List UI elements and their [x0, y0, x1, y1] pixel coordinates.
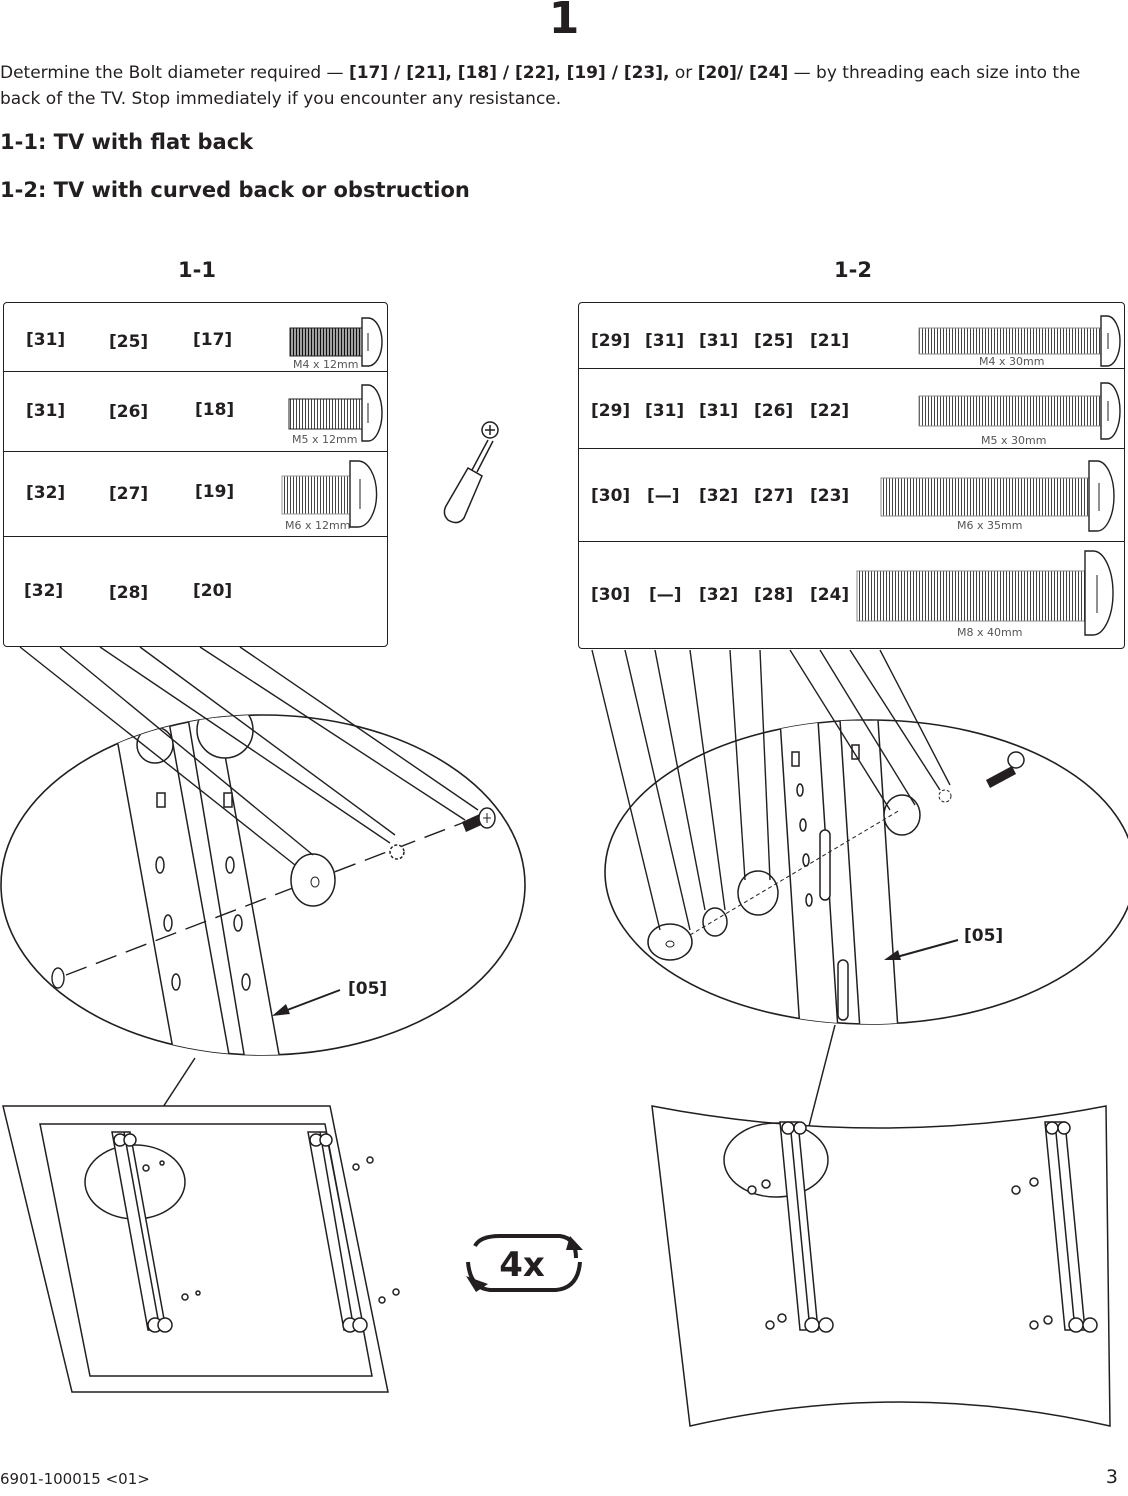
bolt-size-label: M5 x 30mm: [981, 434, 1047, 447]
ref-label: [28]: [109, 583, 149, 603]
ref-label: [20]: [193, 581, 233, 601]
ref-label: [—]: [647, 486, 680, 506]
ref-label: [27]: [754, 486, 794, 506]
bolt-icon: [289, 317, 383, 367]
ref-label: [19]: [195, 482, 235, 502]
subheading-flat-back: 1-1: TV with flat back: [0, 130, 254, 154]
ref-label: [31]: [645, 401, 685, 421]
intro-bold-1: [17] / [21], [18] / [22], [19] / [23],: [348, 63, 670, 83]
intro-text-1: Determine the Bolt diameter required —: [0, 63, 349, 83]
ref-label: [31]: [26, 401, 66, 421]
ref-label: [31]: [699, 331, 739, 351]
ref-label: [25]: [754, 331, 794, 351]
ref-label: [17]: [193, 330, 233, 350]
bolt-icon: [281, 460, 378, 528]
step-number: 1: [548, 0, 580, 44]
ref-label: [24]: [810, 585, 850, 605]
ref-label: [32]: [699, 486, 739, 506]
bolt-size-label: M8 x 40mm: [957, 626, 1023, 639]
bolt-icon: [918, 382, 1121, 440]
bolts-drawing-1-2: [856, 315, 1121, 636]
page-number: 3: [1105, 1466, 1118, 1488]
bolt-icon: [918, 315, 1121, 367]
bolt-size-label: M6 x 35mm: [957, 519, 1023, 532]
ref-label: [32]: [26, 483, 66, 503]
ref-label: [30]: [591, 486, 631, 506]
ref-label: [32]: [24, 581, 64, 601]
tv-curved-back: [651, 1105, 1111, 1427]
magnified-view-1-1: [0, 714, 526, 1056]
tv-flat-back: [2, 1105, 400, 1393]
bolt-size-label: M4 x 30mm: [979, 355, 1045, 368]
document-code: 6901-100015 <01>: [0, 1470, 150, 1488]
ref-label: [31]: [699, 401, 739, 421]
ref-label: [—]: [649, 585, 682, 605]
bracket-label: [05]: [348, 979, 387, 999]
ref-label: [29]: [591, 331, 631, 351]
bolt-size-label: M5 x 12mm: [292, 433, 358, 446]
bolt-size-label: M6 x 12mm: [285, 519, 351, 532]
repeat-count: 4x: [499, 1245, 545, 1285]
intro-text-3: — by threading each size into the back o…: [0, 63, 1081, 109]
bolt-size-label: M4 x 12mm: [293, 358, 359, 371]
ref-label: [23]: [810, 486, 850, 506]
bolt-icon: [880, 460, 1115, 532]
ref-label: [27]: [109, 484, 149, 504]
ref-label: [31]: [26, 330, 66, 350]
repeat-4x-icon: [466, 1234, 583, 1292]
hardware-panel-1-1: [31] [25] [17] M4 x 12mm [31] [26] [18] …: [3, 302, 388, 647]
ref-label: [22]: [810, 401, 850, 421]
intro-text-2: or: [669, 63, 698, 83]
bracket-label: [05]: [964, 926, 1003, 946]
magnified-view-1-2: [604, 719, 1128, 1025]
ref-label: [18]: [195, 400, 235, 420]
ref-label: [32]: [699, 585, 739, 605]
ref-label: [29]: [591, 401, 631, 421]
ref-label: [28]: [754, 585, 794, 605]
ref-label: [21]: [810, 331, 850, 351]
screwdriver-icon: [443, 421, 499, 524]
ref-label: [26]: [109, 402, 149, 422]
intro-bold-2: [20]/ [24]: [697, 63, 789, 83]
leader-lines-1-2: [591, 649, 951, 931]
ref-label: [26]: [754, 401, 794, 421]
intro-instruction: Determine the Bolt diameter required — […: [0, 60, 1120, 112]
hardware-panel-1-2: [29] [31] [31] [25] [21] M4 x 30mm [29] …: [578, 302, 1125, 649]
figure-label-1-2: 1-2: [834, 258, 872, 282]
ref-label: [31]: [645, 331, 685, 351]
bolts-drawing-1-1: [281, 317, 383, 528]
bolt-icon: [288, 384, 383, 442]
subheading-curved-back: 1-2: TV with curved back or obstruction: [0, 178, 470, 202]
figure-label-1-1: 1-1: [178, 258, 216, 282]
leader-lines-1-1: [19, 646, 479, 866]
bolt-icon: [856, 550, 1114, 636]
ref-label: [30]: [591, 585, 631, 605]
ref-label: [25]: [109, 332, 149, 352]
